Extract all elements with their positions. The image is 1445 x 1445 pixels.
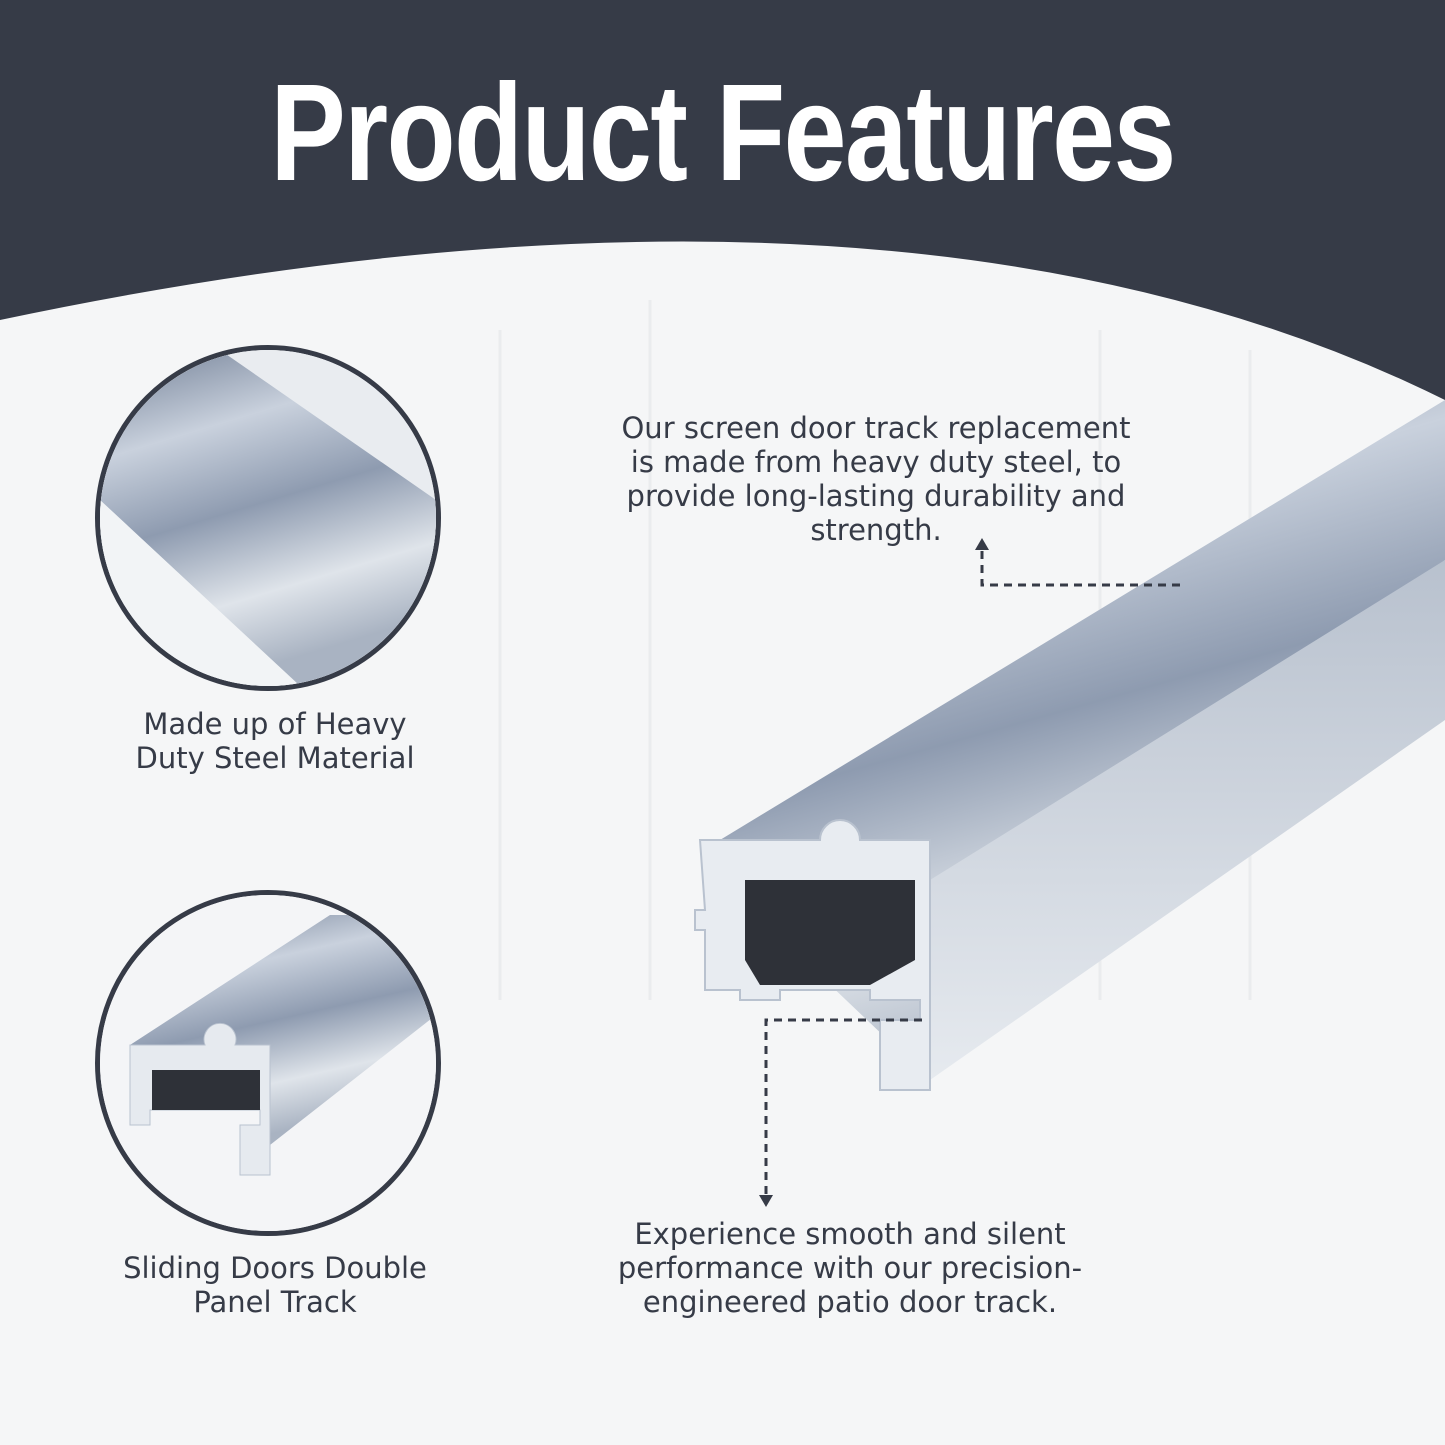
feature-caption-steel: Made up of Heavy Duty Steel Material [90,707,460,775]
callout-line: is made from heavy duty steel, to [630,445,1122,479]
track-profile-image [95,890,441,1236]
callout-line: performance with our precision- [617,1251,1083,1285]
steel-closeup-image [95,345,441,691]
callout-line: Our screen door track replacement [621,411,1131,445]
page-title: Product Features [270,56,1176,210]
track-image [694,400,1445,1091]
caption-line: Made up of Heavy [143,707,407,741]
caption-line: Sliding Doors Double [123,1251,427,1285]
header-band [0,0,1445,400]
caption-line: Duty Steel Material [135,741,415,775]
callout-performance: Experience smooth and silent performance… [530,1217,1170,1319]
callout-line: provide long-lasting durability and [626,479,1126,513]
callout-line: Experience smooth and silent [634,1217,1066,1251]
caption-line: Panel Track [193,1285,357,1319]
feature-caption-track: Sliding Doors Double Panel Track [90,1251,460,1319]
callout-line: strength. [810,513,942,547]
callout-durability: Our screen door track replacement is mad… [556,411,1196,547]
callout-line: engineered patio door track. [642,1285,1058,1319]
